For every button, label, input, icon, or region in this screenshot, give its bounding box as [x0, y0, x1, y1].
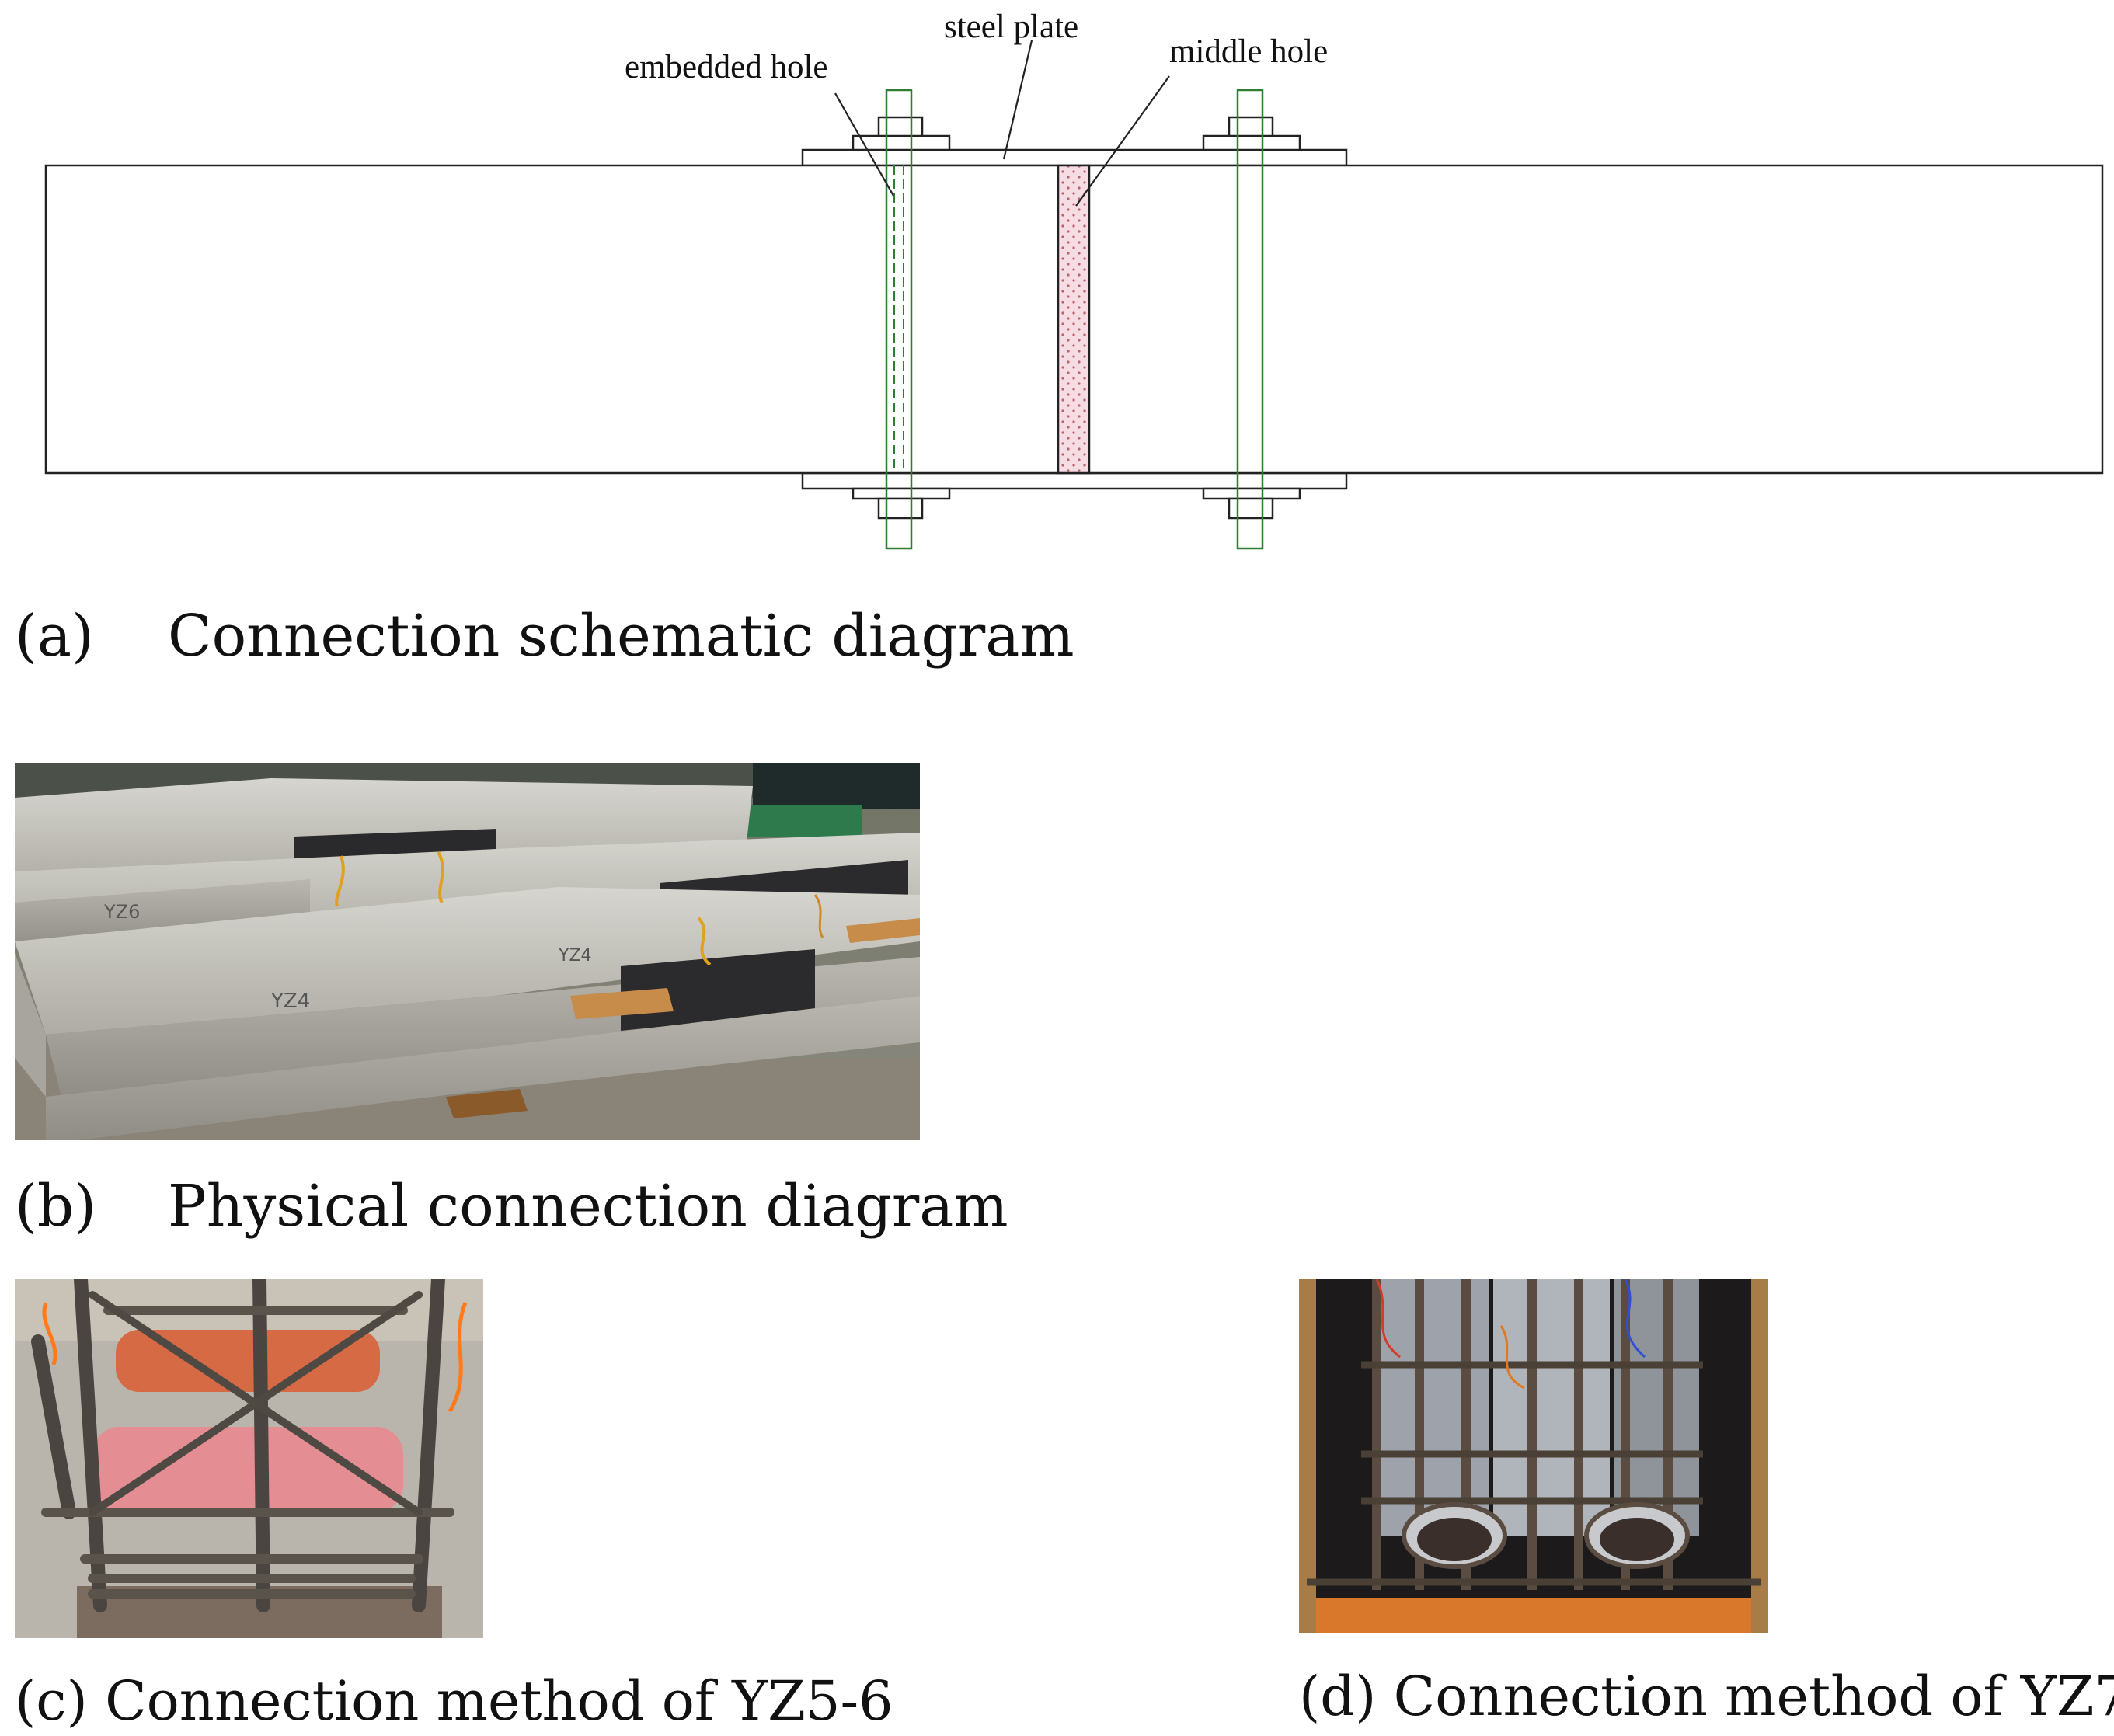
caption-c-text: (c) Connection method of YZ5-6: [15, 1669, 893, 1733]
photo-yz7-connection: [1299, 1279, 1768, 1633]
left-bolt: [852, 89, 951, 550]
caption-d: (d) Connection method of YZ7: [1299, 1669, 2114, 1724]
caption-b-label: (b): [15, 1173, 97, 1240]
photo-marking-1: YZ6: [103, 901, 140, 923]
middle-hole: [1057, 164, 1091, 475]
caption-d-text: (d) Connection method of YZ7: [1299, 1665, 2114, 1728]
steel-plate-label: steel plate: [944, 9, 1078, 45]
embedded-hole-leader: [834, 92, 894, 197]
photo-physical-connection: YZ6 YZ4 YZ4: [15, 763, 920, 1140]
bottom-steel-plate: [801, 471, 1348, 490]
caption-c: (c) Connection method of YZ5-6: [15, 1674, 893, 1728]
photo-marking-3: YZ4: [558, 946, 592, 965]
top-steel-plate: [801, 148, 1348, 167]
right-bolt: [1202, 89, 1301, 550]
caption-a-label: (a): [15, 603, 94, 670]
steel-plate-leader: [1002, 40, 1033, 160]
photo-yz5-6-connection: [15, 1279, 483, 1638]
caption-a: (a) Connection schematic diagram: [15, 603, 1074, 670]
caption-b-text: Physical connection diagram: [168, 1173, 1008, 1240]
photo-marking-2: YZ4: [270, 990, 310, 1013]
caption-a-text: Connection schematic diagram: [168, 603, 1074, 670]
middle-hole-label: middle hole: [1169, 33, 1328, 70]
caption-b: (b) Physical connection diagram: [15, 1173, 1008, 1240]
embedded-hole-label: embedded hole: [625, 49, 828, 85]
middle-hole-leader: [1075, 75, 1170, 207]
